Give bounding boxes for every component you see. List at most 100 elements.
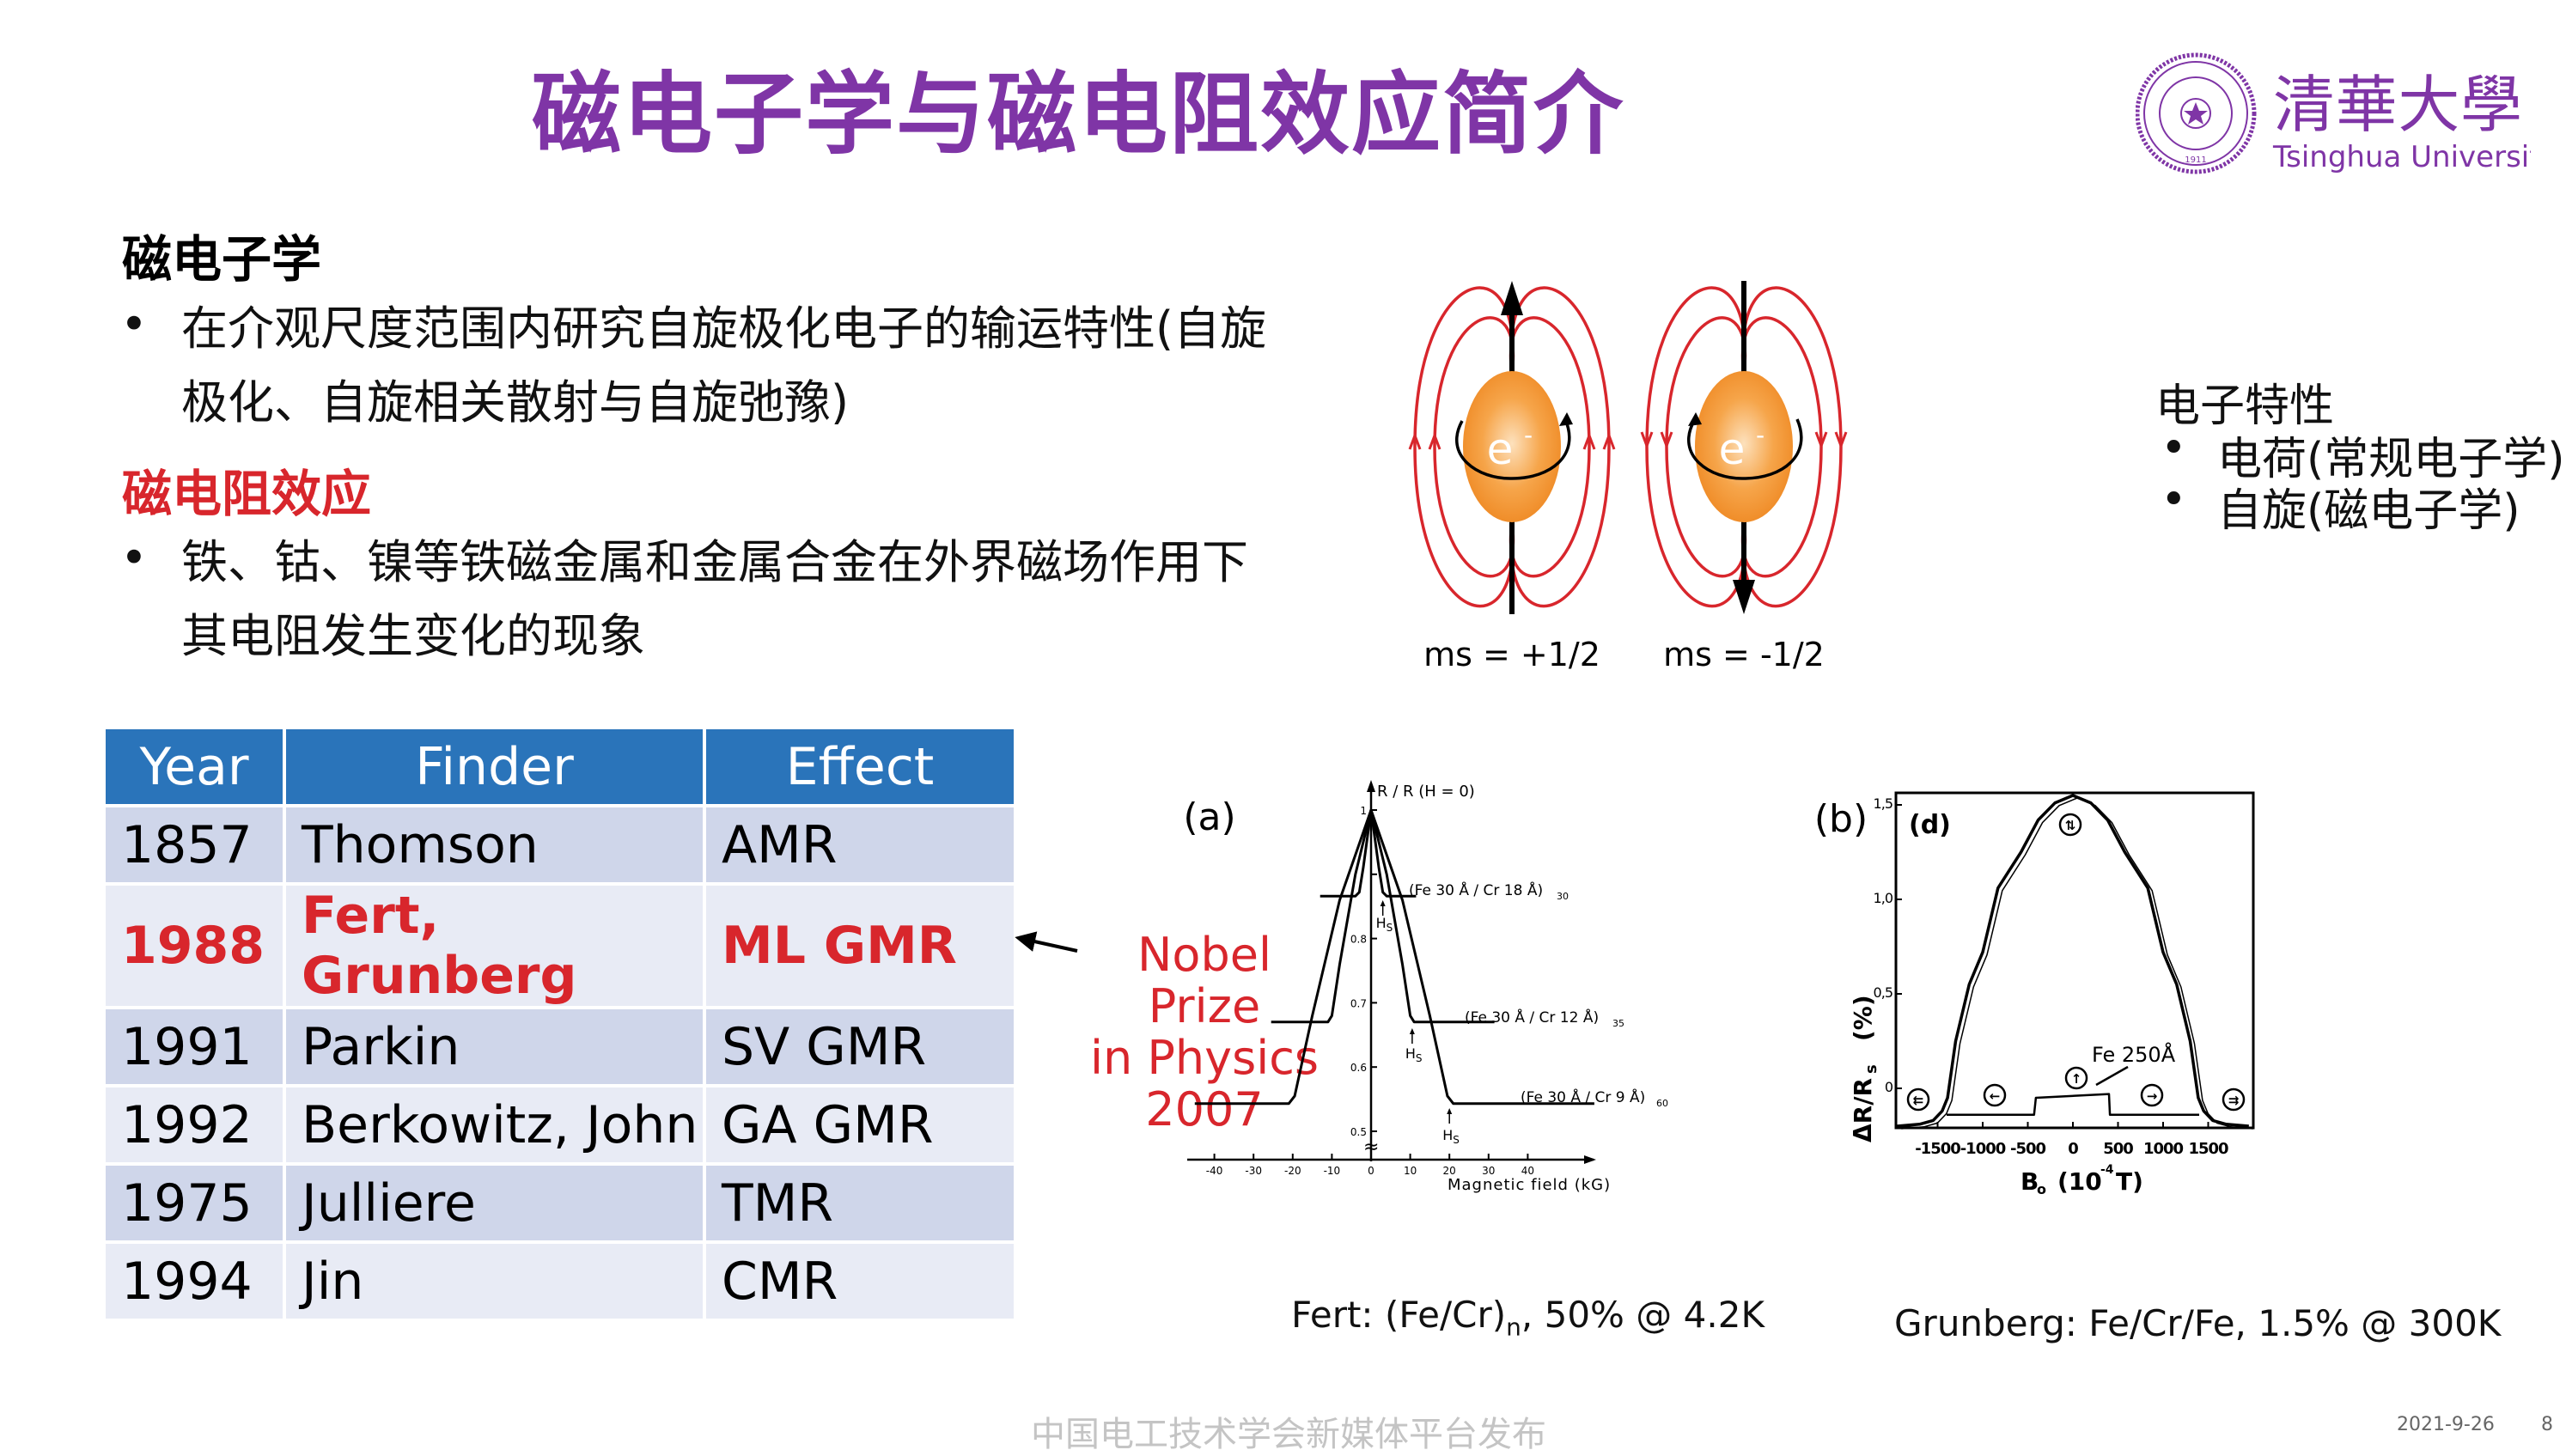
- y-tick-label: 0.8: [1350, 934, 1367, 946]
- footer-date: 2021-9-26: [2397, 1414, 2495, 1435]
- x-tick-label: -30: [1245, 1165, 1262, 1177]
- annotation-label: Fe 250Å: [2092, 1042, 2176, 1067]
- x-tick-label: 20: [1443, 1165, 1456, 1177]
- hs-arrow-icon: [1409, 1028, 1415, 1034]
- x-axis-label-subscript: o: [2037, 1181, 2046, 1197]
- field-direction-arrow-icon: [1602, 431, 1616, 450]
- series-label: (Fe 30 Å / Cr 18 Å): [1409, 880, 1543, 899]
- x-axis-label: B: [2020, 1167, 2039, 1196]
- x-tick-label: 500: [2103, 1140, 2133, 1158]
- y-tick-label: 1,0: [1874, 890, 1893, 906]
- electron-sphere: [1463, 371, 1561, 522]
- x-axis-unit-end: T): [2116, 1167, 2143, 1196]
- magnetization-state-circle: [2140, 1083, 2164, 1107]
- x-tick-label: 0: [2068, 1140, 2078, 1158]
- field-direction-arrow-icon: [1582, 431, 1596, 450]
- field-direction-arrow-icon: [1408, 431, 1422, 450]
- seal-year: 1911: [2185, 155, 2206, 165]
- y-tick-label: 1: [1360, 805, 1367, 817]
- x-tick-label: 1000: [2143, 1140, 2184, 1158]
- x-tick-label: 40: [1521, 1165, 1534, 1177]
- page-number: 8: [2541, 1414, 2553, 1435]
- rotation-arc: [1455, 418, 1571, 480]
- y-axis-label-subscript: s: [1862, 1064, 1880, 1074]
- cell-finder: Thomson: [283, 804, 706, 886]
- bullet-text-magnetoelectronics: 在介观尺度范围内研究自旋极化电子的输运特性(自旋 极化、自旋相关散射与自旋弛豫): [181, 292, 1266, 440]
- tsinghua-logo: 1911 清華大學 Tsinghua University: [2135, 49, 2558, 178]
- bullet-marker: •: [120, 531, 148, 585]
- magnetization-arrow-icon: ←: [1990, 1088, 2001, 1104]
- bullet-line: 在介观尺度范围内研究自旋极化电子的输运特性(自旋: [181, 302, 1267, 356]
- cell-effect: SV GMR: [703, 1006, 1017, 1087]
- series-line: [1194, 808, 1594, 1106]
- bullet-text-magnetoresistance: 铁、钴、镍等铁磁金属和金属合金在外界磁场作用下 其电阻发生变化的现象: [181, 526, 1248, 673]
- x-tick-label: 10: [1404, 1165, 1417, 1177]
- cell-year: 1988: [102, 882, 286, 1009]
- magnetization-state-circle: [2064, 1066, 2088, 1090]
- electron-charge: -: [1756, 421, 1765, 449]
- x-tick-label: -1000: [1960, 1140, 2006, 1158]
- panel-label: (b): [1814, 797, 1868, 841]
- cell-finder: Julliere: [283, 1162, 706, 1244]
- rotation-arrow-icon: [1688, 412, 1702, 426]
- field-direction-arrow-icon: [1428, 431, 1441, 450]
- column-header-effect: Effect: [703, 726, 1017, 807]
- footer-watermark: 中国电工技术学会新媒体平台发布: [1031, 1415, 1546, 1454]
- rotation-arrow-icon: [1559, 412, 1573, 426]
- cell-finder: Berkowitz, John: [283, 1084, 706, 1166]
- x-tick-label: -40: [1206, 1165, 1223, 1177]
- x-tick-label: 0: [1368, 1165, 1374, 1177]
- heading-magnetoelectronics: 磁电子学: [122, 230, 322, 289]
- y-tick-label: 0,5: [1874, 984, 1893, 1001]
- nobel-line: in Physics: [1089, 1031, 1320, 1085]
- caption-grunberg: Grunberg: Fe/Cr/Fe, 1.5% @ 300K: [1894, 1302, 2502, 1344]
- y-axis-label: ΔR/R: [1849, 1078, 1877, 1142]
- x-tick-label: -20: [1284, 1165, 1301, 1177]
- plot-frame: [1894, 791, 2255, 1130]
- field-direction-arrow-icon: [1660, 431, 1673, 450]
- series-label: (Fe 30 Å / Cr 12 Å): [1465, 1008, 1599, 1027]
- electron-charge: -: [1524, 421, 1533, 449]
- cell-effect: ML GMR: [703, 882, 1017, 1009]
- hs-label: H: [1376, 915, 1387, 931]
- series-line: [1947, 1093, 2199, 1117]
- hs-label: H: [1405, 1045, 1416, 1062]
- spin-down-arrow-icon: [1733, 580, 1755, 614]
- cell-year: 1994: [102, 1240, 286, 1322]
- hs-label-subscript: S: [1416, 1052, 1423, 1064]
- table-header-row: Year Finder Effect: [102, 726, 1017, 807]
- series-line: [1897, 794, 2249, 1128]
- field-line: [1433, 316, 1515, 578]
- field-direction-arrow-icon: [1640, 431, 1654, 450]
- series-label-subscript: 60: [1656, 1098, 1668, 1109]
- hs-label: H: [1442, 1127, 1453, 1143]
- electron-symbol: e: [1487, 424, 1514, 474]
- heading-magnetoresistance: 磁电阻效应: [122, 465, 372, 523]
- magnetization-arrow-icon: ⇉: [2228, 1093, 2240, 1108]
- nobel-line: 2007: [1145, 1082, 1264, 1136]
- column-header-year: Year: [102, 726, 286, 807]
- spin-label: ms = +1/2: [1423, 636, 1600, 673]
- cell-effect: TMR: [703, 1162, 1017, 1244]
- logo-chinese: 清華大學: [2273, 69, 2522, 141]
- nobel-prize-note: Nobel Prize in Physics 2007: [1076, 929, 1333, 1136]
- magnetization-arrow-icon: ↑: [2071, 1071, 2082, 1087]
- y-tick-label: 0.5: [1350, 1126, 1367, 1138]
- spin-label: ms = -1/2: [1663, 636, 1825, 673]
- nobel-line: Nobel Prize: [1137, 928, 1271, 1033]
- rotation-arc: [1687, 418, 1803, 480]
- x-axis-unit: (10: [2057, 1167, 2102, 1196]
- electron-property-spin: 自旋(磁电子学): [2217, 485, 2520, 537]
- bullet-marker: •: [2161, 423, 2187, 474]
- spin-up-arrow-icon: [1501, 281, 1523, 315]
- series-label-subscript: 35: [1612, 1018, 1624, 1029]
- logo-english: Tsinghua University: [2272, 140, 2531, 174]
